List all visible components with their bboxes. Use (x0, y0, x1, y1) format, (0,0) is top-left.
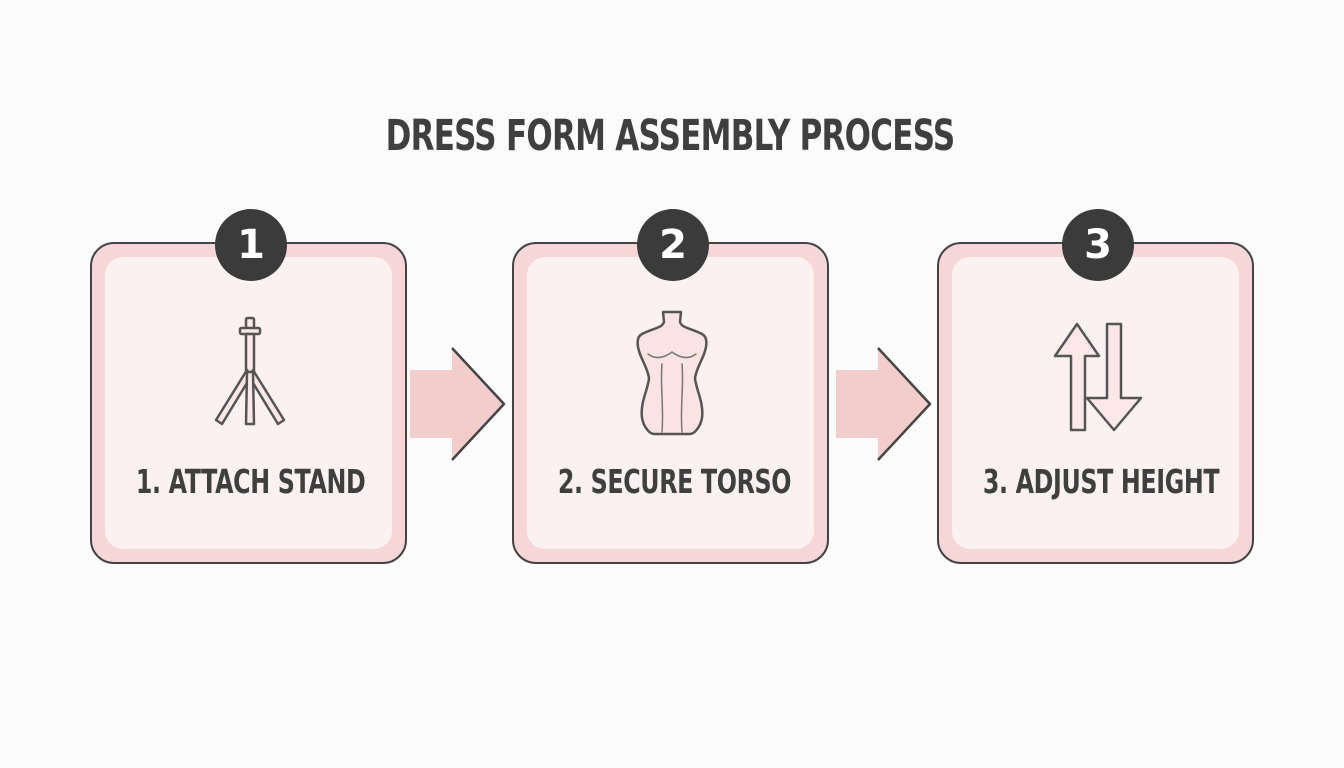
diagram-title: DRESS FORM ASSEMBLY PROCESS (385, 111, 956, 161)
step-number-badge: 1 (215, 209, 287, 281)
tripod-stand-icon (214, 316, 286, 426)
step-number-badge: 3 (1062, 209, 1134, 281)
step-number-badge: 2 (637, 209, 709, 281)
step-label: 3. ADJUST HEIGHT (982, 462, 1220, 501)
dress-form-torso-icon (636, 310, 708, 436)
right-arrow-icon (836, 347, 932, 461)
right-arrow-icon (410, 347, 506, 461)
step-label: 1. ATTACH STAND (135, 462, 366, 501)
step-card-2: 2 2. SECURE TORSO (512, 209, 829, 564)
step-label: 2. SECURE TORSO (557, 462, 792, 501)
step-card-3: 3 3. ADJUST HEIGHT (937, 209, 1254, 564)
up-down-arrows-icon (1053, 322, 1143, 432)
step-card-1: 1 1. ATTACH STAND (90, 209, 407, 564)
